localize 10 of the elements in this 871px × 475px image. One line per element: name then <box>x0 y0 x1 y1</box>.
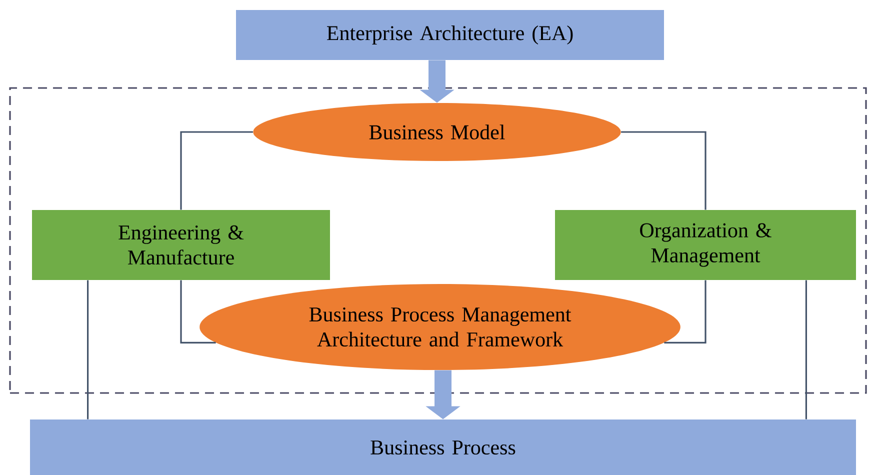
process-box: Engineering & Manufacture <box>32 210 330 280</box>
connector-line <box>621 131 706 210</box>
dashed-frame <box>9 87 867 394</box>
connector-line <box>87 280 89 420</box>
connector-line <box>664 280 706 344</box>
connector-line <box>180 131 253 210</box>
process-box: Organization & Management <box>555 210 856 280</box>
title-box: Enterprise Architecture (EA) <box>236 10 664 60</box>
connector-line <box>805 280 807 420</box>
connector-line <box>180 280 216 344</box>
